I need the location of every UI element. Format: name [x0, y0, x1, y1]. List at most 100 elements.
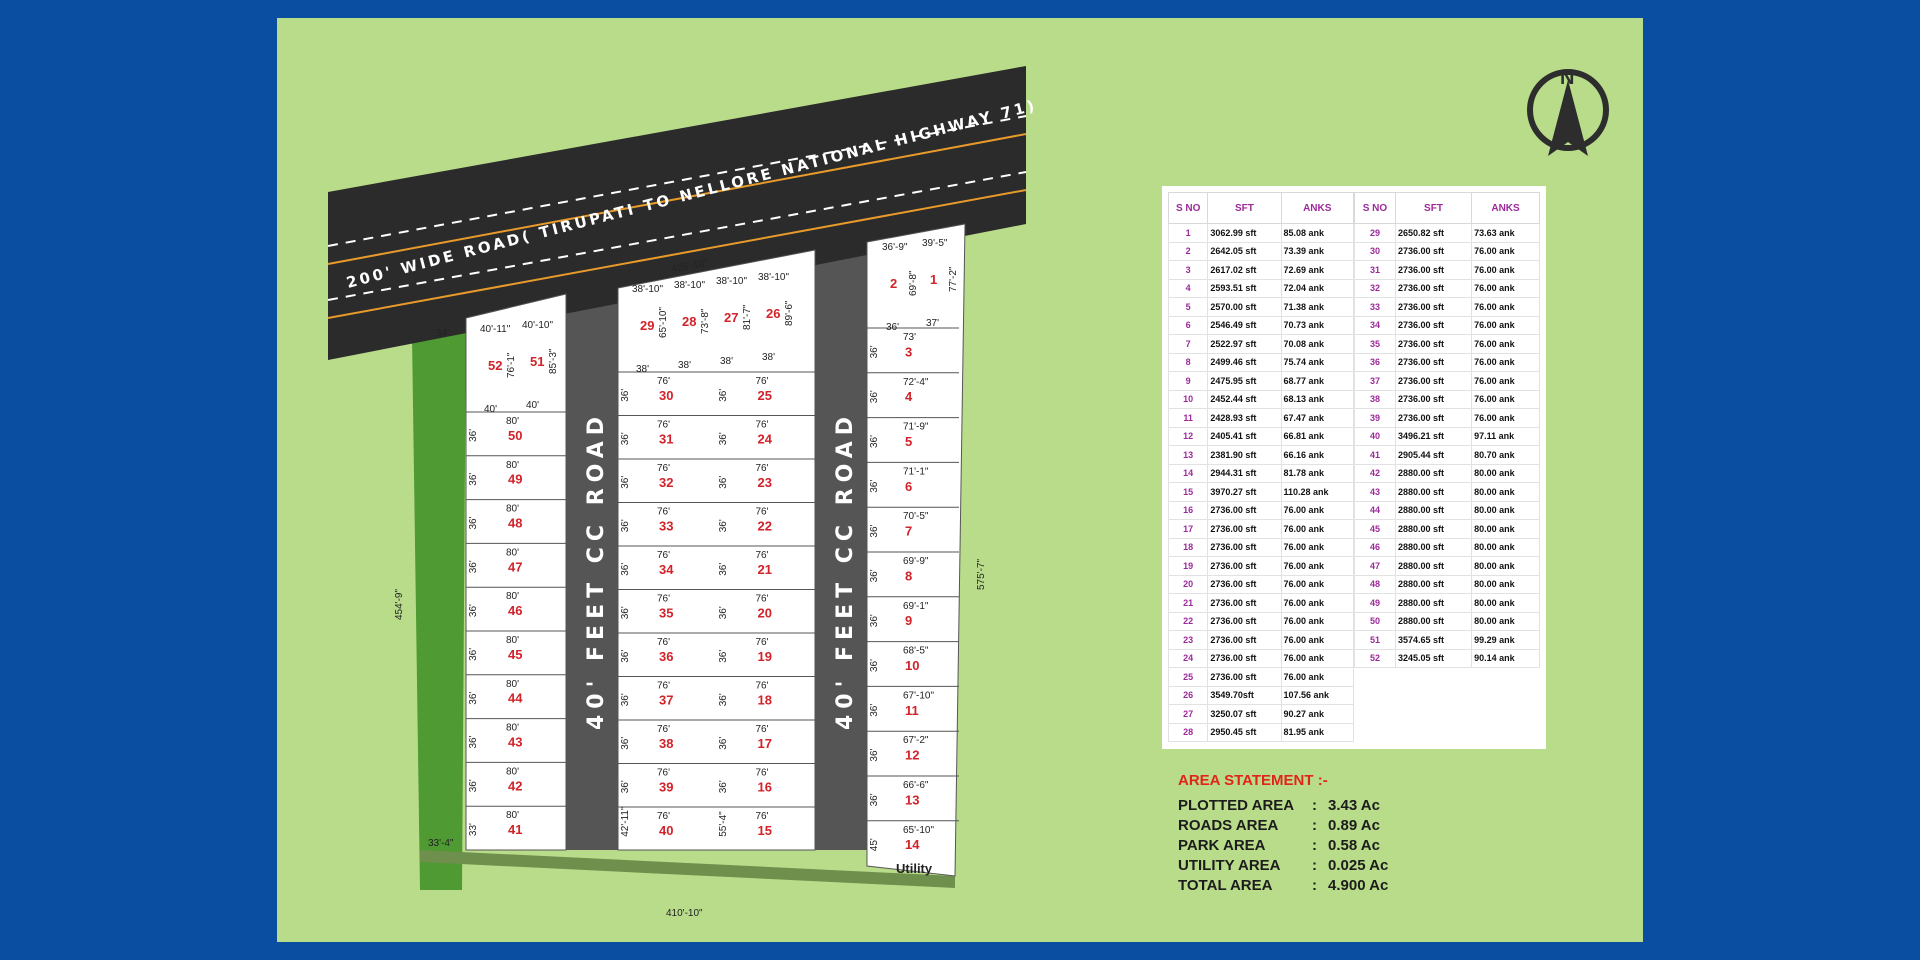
cell-sno: 42	[1354, 463, 1396, 483]
plot-depth: 36'	[718, 389, 729, 402]
cell-anks: 67.47 ank	[1280, 408, 1355, 428]
cell-sno: 48	[1354, 574, 1396, 594]
highway-center-line	[327, 133, 1027, 265]
area-colon: :	[1312, 877, 1317, 894]
area-value: 4.900 Ac	[1328, 877, 1389, 894]
plot-width: 76'	[657, 768, 670, 779]
plot-depth: 36'	[468, 604, 479, 617]
plot-depth: 36'	[718, 519, 729, 532]
plot-front-width: 40'-10"	[522, 320, 553, 331]
plot-width: 80'	[506, 810, 519, 821]
cell-sft: 2736.00 sft	[1207, 648, 1282, 668]
plot-number: 40	[659, 823, 673, 838]
plot-back-width: 38'	[636, 364, 649, 375]
cell-sno: 7	[1167, 334, 1209, 354]
plot-number: 10	[905, 658, 919, 673]
cell-sno: 39	[1354, 408, 1396, 428]
plot-side-depth: 76'-1"	[506, 352, 517, 378]
cell-sno: 36	[1354, 352, 1396, 372]
plot-depth: 36'	[869, 435, 880, 448]
plot-depth: 36'	[468, 473, 479, 486]
plot-back-width: 37'	[926, 318, 939, 329]
plot-depth: 36'	[620, 606, 631, 619]
cell-sft: 2650.82 sft	[1394, 223, 1473, 243]
cell-sft: 2570.00 sft	[1207, 297, 1282, 317]
plot-depth: 36'	[468, 779, 479, 792]
cell-sno: 5	[1167, 297, 1209, 317]
cell-anks: 76.00 ank	[1471, 371, 1540, 391]
plot-depth: 36'	[869, 614, 880, 627]
table-header-sno: S NO	[1354, 192, 1396, 224]
plot-depth: 36'	[620, 389, 631, 402]
cell-sno: 11	[1167, 408, 1209, 428]
cell-sno: 8	[1167, 352, 1209, 372]
plot-number: 35	[659, 605, 673, 620]
plot-width: 76'	[756, 420, 769, 431]
plot-width: 76'	[657, 637, 670, 648]
area-colon: :	[1312, 837, 1317, 854]
plot-width: 76'	[657, 420, 670, 431]
cell-anks: 80.00 ank	[1471, 463, 1540, 483]
table-header-sno: S NO	[1167, 192, 1209, 224]
cell-anks: 76.00 ank	[1471, 260, 1540, 280]
cell-anks: 76.00 ank	[1471, 408, 1540, 428]
plot-number: 38	[659, 736, 673, 751]
cell-anks: 68.13 ank	[1280, 389, 1355, 409]
plot-depth: 36'	[869, 704, 880, 717]
plot-width: 76'	[756, 681, 769, 692]
cell-sno: 49	[1354, 593, 1396, 613]
cell-sno: 38	[1354, 389, 1396, 409]
area-label: UTILITY AREA	[1178, 857, 1281, 874]
plot-depth: 42'-11"	[620, 806, 631, 837]
plot-number: 34	[659, 562, 674, 577]
area-row: UTILITY AREA:0.025 Ac	[1178, 857, 1478, 877]
north-arrow-icon: N	[1527, 67, 1609, 156]
cell-sft: 2475.95 sft	[1207, 371, 1282, 391]
plot-depth: 33'	[468, 823, 479, 836]
plot-number: 33	[659, 518, 673, 533]
area-label: PLOTTED AREA	[1178, 797, 1295, 814]
area-row: PLOTTED AREA:3.43 Ac	[1178, 797, 1478, 817]
area-value: 3.43 Ac	[1328, 797, 1380, 814]
cell-sno: 29	[1354, 223, 1396, 243]
cell-sft: 2736.00 sft	[1207, 556, 1282, 576]
plot-number: 44	[508, 691, 523, 706]
plot-front-width: 39'-5"	[922, 238, 948, 249]
plot-width: 69'-1"	[903, 601, 929, 612]
plot-front-width: 38'-10"	[758, 272, 789, 283]
plot-number: 1	[930, 272, 937, 287]
plot-width: 71'-1"	[903, 466, 929, 477]
cell-anks: 97.11 ank	[1471, 426, 1540, 446]
cell-sno: 51	[1354, 630, 1396, 650]
plot-front-width: 40'-11"	[480, 324, 511, 335]
plot-number: 49	[508, 472, 522, 487]
plot-number: 5	[905, 434, 912, 449]
plot-width: 66'-6"	[903, 780, 929, 791]
cc-road-label-left: 40' FEET CC ROAD	[584, 411, 609, 730]
cell-sft: 2880.00 sft	[1394, 463, 1473, 483]
plot-depth: 36'	[869, 793, 880, 806]
plot-number: 7	[905, 524, 912, 539]
cell-sft: 3496.21 sft	[1394, 426, 1473, 446]
plot-number: 17	[758, 736, 772, 751]
cell-sno: 30	[1354, 241, 1396, 261]
cell-anks: 80.00 ank	[1471, 556, 1540, 576]
plot-number: 41	[508, 822, 522, 837]
plot-depth: 36'	[620, 737, 631, 750]
cell-sft: 2642.05 sft	[1207, 241, 1282, 261]
plot-depth: 36'	[620, 519, 631, 532]
cc-road-left	[566, 298, 618, 850]
plot-width: 76'	[657, 376, 670, 387]
plot-number: 11	[905, 703, 919, 718]
